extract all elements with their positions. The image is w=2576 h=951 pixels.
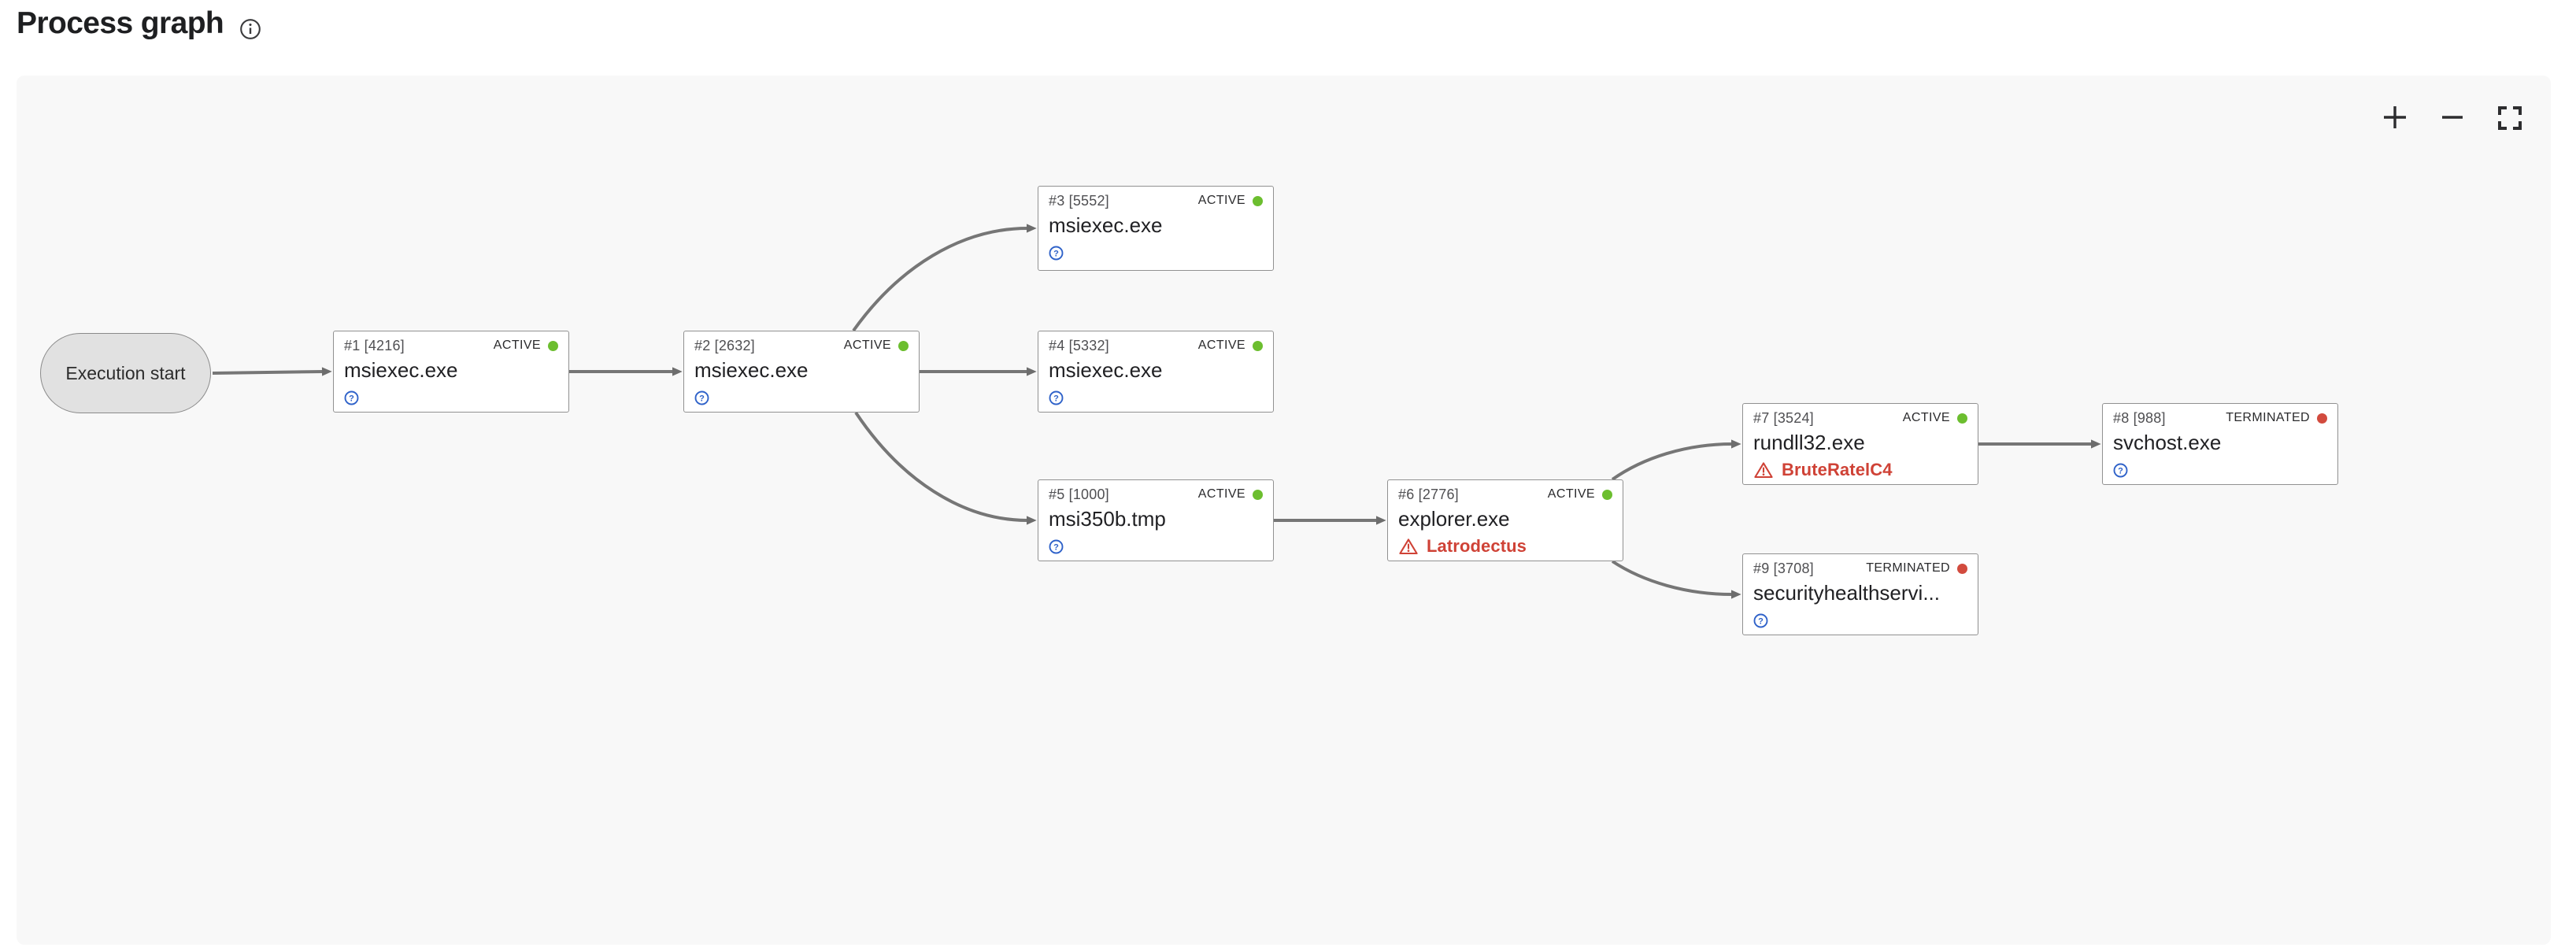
node-footer: ? xyxy=(694,388,909,407)
info-icon[interactable] xyxy=(239,18,261,44)
process-name: svchost.exe xyxy=(2113,431,2222,454)
svg-text:?: ? xyxy=(1053,249,1059,258)
process-id: #6 [2776] xyxy=(1398,486,1459,502)
status-text: ACTIVE xyxy=(843,339,891,352)
status-text: ACTIVE xyxy=(1197,339,1245,352)
process-status: ACTIVE xyxy=(1198,487,1263,501)
zoom-in-button[interactable] xyxy=(2382,105,2408,130)
process-name: msiexec.exe xyxy=(694,358,809,382)
node-footer: BruteRatelC4 xyxy=(1753,460,1967,479)
process-node-8[interactable]: #8 [988] TERMINATED svchost.exe ? xyxy=(2102,403,2338,485)
process-status: TERMINATED xyxy=(1866,561,1967,575)
process-node-1[interactable]: #1 [4216] ACTIVE msiexec.exe ? xyxy=(333,331,569,413)
process-node-9[interactable]: #9 [3708] TERMINATED securityhealthservi… xyxy=(1742,553,1978,635)
process-id: #9 [3708] xyxy=(1753,560,1814,576)
process-id: #1 [4216] xyxy=(344,337,405,353)
status-dot xyxy=(1957,563,1967,574)
node-footer: Latrodectus xyxy=(1398,536,1612,556)
status-text: ACTIVE xyxy=(493,339,541,352)
execution-start-node[interactable]: Execution start xyxy=(40,333,211,413)
process-name: msiexec.exe xyxy=(1049,358,1163,382)
process-name: msiexec.exe xyxy=(344,358,458,382)
zoom-out-button[interactable] xyxy=(2440,105,2465,130)
svg-text:?: ? xyxy=(1053,542,1059,552)
process-node-2[interactable]: #2 [2632] ACTIVE msiexec.exe ? xyxy=(683,331,920,413)
svg-text:?: ? xyxy=(349,394,354,403)
process-node-7[interactable]: #7 [3524] ACTIVE rundll32.exe BruteRatel… xyxy=(1742,403,1978,485)
status-dot xyxy=(1253,340,1263,351)
node-footer: ? xyxy=(1049,243,1263,262)
process-node-5[interactable]: #5 [1000] ACTIVE msi350b.tmp ? xyxy=(1038,479,1274,561)
process-id: #4 [5332] xyxy=(1049,337,1109,353)
question-circle-icon[interactable]: ? xyxy=(1049,246,1064,261)
threat-label[interactable]: BruteRatelC4 xyxy=(1782,460,1893,479)
question-circle-icon[interactable]: ? xyxy=(694,390,709,405)
process-status: TERMINATED xyxy=(2226,411,2327,425)
process-name: rundll32.exe xyxy=(1753,431,1865,454)
status-text: ACTIVE xyxy=(1547,487,1595,501)
process-status: ACTIVE xyxy=(844,339,909,353)
status-text: TERMINATED xyxy=(1866,561,1950,575)
process-name: securityhealthservi... xyxy=(1753,581,1940,605)
status-dot xyxy=(1957,413,1967,424)
process-id: #8 [988] xyxy=(2113,409,2166,426)
process-node-6[interactable]: #6 [2776] ACTIVE explorer.exe Latrodectu… xyxy=(1387,479,1623,561)
process-status: ACTIVE xyxy=(494,339,558,353)
process-status: ACTIVE xyxy=(1198,339,1263,353)
svg-text:?: ? xyxy=(699,394,705,403)
question-circle-icon[interactable]: ? xyxy=(2113,463,2128,478)
status-dot xyxy=(548,340,558,351)
status-dot xyxy=(1253,489,1263,500)
process-name: msiexec.exe xyxy=(1049,213,1163,237)
process-status: ACTIVE xyxy=(1198,194,1263,208)
question-circle-icon[interactable]: ? xyxy=(1049,539,1064,554)
question-circle-icon[interactable]: ? xyxy=(1753,613,1768,628)
threat-label[interactable]: Latrodectus xyxy=(1427,536,1527,556)
process-name: explorer.exe xyxy=(1398,507,1510,531)
warning-triangle-icon xyxy=(1399,538,1418,555)
svg-text:?: ? xyxy=(1053,394,1059,403)
question-circle-icon[interactable]: ? xyxy=(344,390,359,405)
node-footer: ? xyxy=(1049,537,1263,556)
status-dot xyxy=(1602,489,1612,500)
process-status: ACTIVE xyxy=(1903,411,1967,425)
node-footer: ? xyxy=(1049,388,1263,407)
process-graph-canvas[interactable] xyxy=(17,76,2551,945)
status-dot xyxy=(2317,413,2327,424)
process-id: #2 [2632] xyxy=(694,337,755,353)
execution-start-label: Execution start xyxy=(65,362,186,383)
process-name: msi350b.tmp xyxy=(1049,507,1166,531)
node-footer: ? xyxy=(2113,461,2327,479)
svg-text:?: ? xyxy=(2118,466,2123,476)
process-status: ACTIVE xyxy=(1548,487,1612,501)
process-id: #3 [5552] xyxy=(1049,192,1109,209)
status-text: TERMINATED xyxy=(2226,411,2310,424)
process-node-3[interactable]: #3 [5552] ACTIVE msiexec.exe ? xyxy=(1038,186,1274,271)
process-id: #5 [1000] xyxy=(1049,486,1109,502)
fullscreen-button[interactable] xyxy=(2498,105,2523,131)
process-node-4[interactable]: #4 [5332] ACTIVE msiexec.exe ? xyxy=(1038,331,1274,413)
warning-triangle-icon xyxy=(1754,462,1773,479)
svg-text:?: ? xyxy=(1758,616,1764,626)
node-footer: ? xyxy=(344,388,558,407)
process-id: #7 [3524] xyxy=(1753,409,1814,426)
page-title: Process graph xyxy=(17,6,224,40)
page-header: Process graph xyxy=(17,5,261,44)
node-footer: ? xyxy=(1753,611,1967,630)
status-text: ACTIVE xyxy=(1197,194,1245,207)
status-text: ACTIVE xyxy=(1902,411,1950,424)
status-text: ACTIVE xyxy=(1197,487,1245,501)
status-dot xyxy=(1253,195,1263,206)
question-circle-icon[interactable]: ? xyxy=(1049,390,1064,405)
status-dot xyxy=(898,340,909,351)
